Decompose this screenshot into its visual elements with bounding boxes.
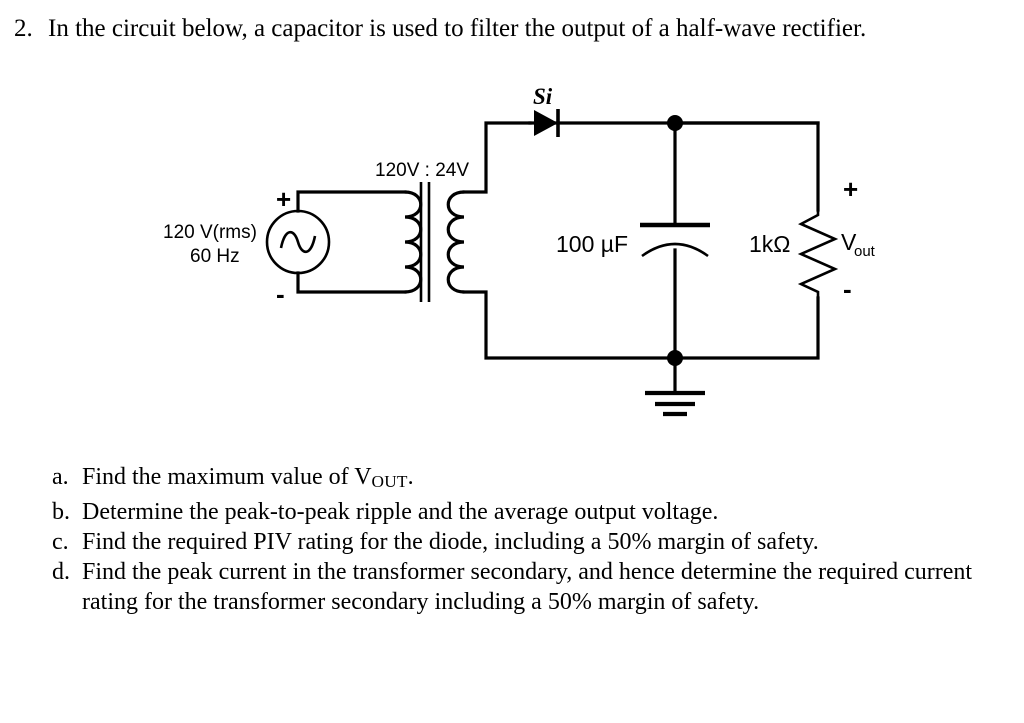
vout-minus-sign: - — [843, 274, 852, 304]
ac-source-symbol — [265, 209, 331, 275]
secondary-top-lead — [462, 121, 532, 194]
part-text-a-pre: Find the maximum value of V — [82, 464, 372, 490]
part-text-a: Find the maximum value of VOUT. — [82, 462, 414, 497]
question-number: 2. — [14, 15, 33, 42]
resistor-symbol — [797, 210, 839, 298]
primary-bottom-wire — [296, 271, 407, 294]
source-voltage-label: 120 V(rms) — [163, 222, 257, 243]
diode-label: Si — [533, 84, 553, 109]
part-letter-d: d. — [52, 559, 70, 586]
part-text-b: Determine the peak-to-peak ripple and th… — [82, 499, 719, 526]
question-text: In the circuit below, a capacitor is use… — [48, 15, 867, 42]
vout-label-subscript: out — [854, 243, 876, 260]
capacitor-symbol — [640, 121, 710, 360]
part-text-a-sub: OUT — [371, 472, 408, 492]
source-plus-sign: + — [276, 184, 291, 214]
transformer-core — [419, 182, 431, 302]
source-frequency-label: 60 Hz — [190, 246, 240, 267]
vout-label: V — [841, 229, 857, 255]
part-item-d: d. Find the peak current in the transfor… — [52, 557, 1002, 617]
question-stem: 2. In the circuit below, a capacitor is … — [14, 12, 974, 46]
secondary-bottom-lead — [462, 290, 677, 360]
part-item-a: a. Find the maximum value of VOUT. — [52, 462, 1002, 497]
part-item-c: c. Find the required PIV rating for the … — [52, 527, 1002, 557]
circuit-diagram: + - 120 V(rms) 60 Hz 120V : 24V Si 100 µ… — [0, 80, 1024, 435]
transformer-ratio-label: 120V : 24V — [375, 160, 469, 181]
part-text-c: Find the required PIV rating for the dio… — [82, 529, 819, 556]
ground-symbol — [645, 356, 705, 417]
right-bottom-wire — [673, 296, 820, 360]
part-text-d: Find the peak current in the transformer… — [82, 559, 973, 616]
question-parts-list: a. Find the maximum value of VOUT. b. De… — [52, 462, 1002, 617]
part-letter-b: b. — [52, 499, 70, 526]
right-top-wire — [673, 121, 820, 212]
part-letter-c: c. — [52, 529, 69, 556]
transformer-primary-coil — [403, 190, 423, 294]
vout-plus-sign: + — [843, 174, 858, 204]
resistor-value-label: 1kΩ — [749, 231, 791, 257]
part-item-b: b. Determine the peak-to-peak ripple and… — [52, 497, 1002, 527]
primary-top-wire — [296, 190, 407, 213]
question-row: 2. In the circuit below, a capacitor is … — [14, 12, 974, 46]
transformer-secondary-coil — [446, 190, 466, 294]
part-text-a-post: . — [407, 464, 414, 490]
capacitor-value-label: 100 µF — [556, 231, 628, 257]
part-letter-a: a. — [52, 464, 69, 490]
source-minus-sign: - — [276, 279, 285, 309]
